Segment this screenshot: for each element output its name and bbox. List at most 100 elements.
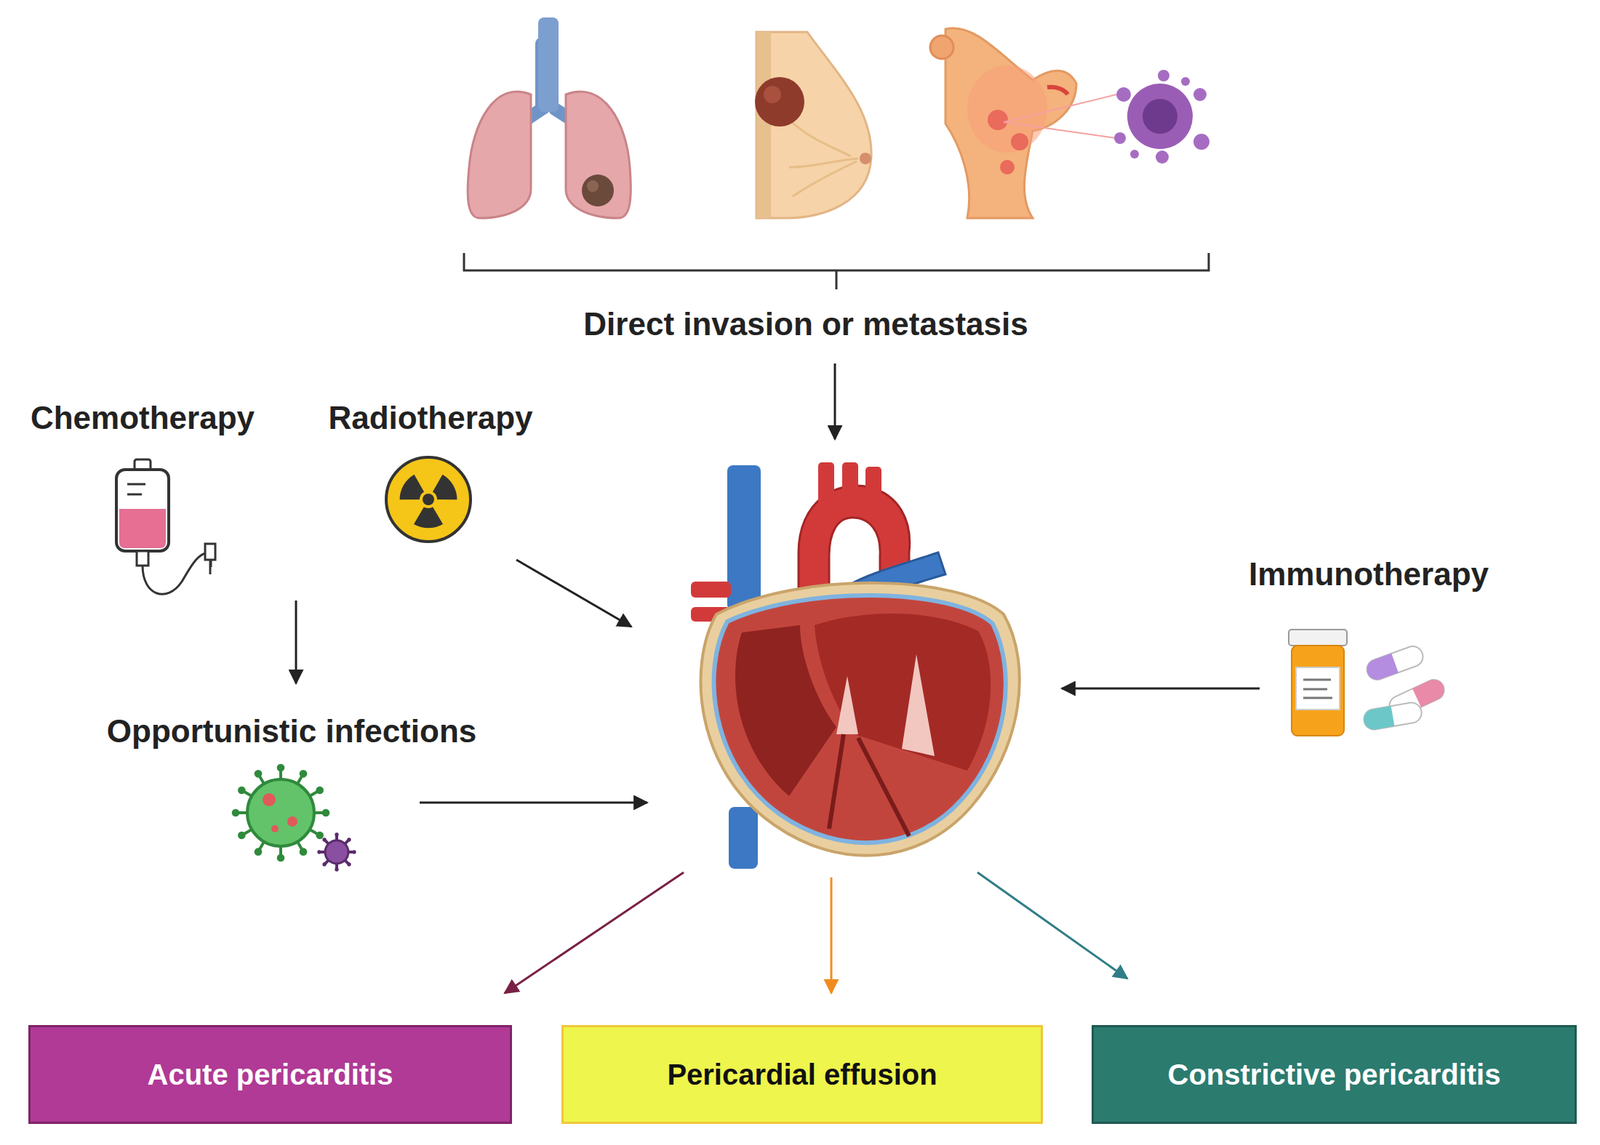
breast-icon-part (754, 77, 805, 127)
lymph-node-figure-part (1010, 133, 1029, 151)
lymph-node-figure-part (930, 35, 954, 59)
heart-illustration-part (728, 807, 758, 870)
pill-bottle-icon-part (1303, 680, 1333, 699)
virus-icon-part (271, 825, 279, 833)
iv-bag-icon-part (127, 484, 146, 495)
lymph-node-figure-part (967, 65, 1048, 153)
capsules-icon-part-part (1362, 706, 1395, 732)
iv-bag-icon-part (119, 509, 166, 549)
radiation-icon (386, 457, 471, 542)
outcome-text: Constrictive pericarditis (1168, 1058, 1502, 1091)
outcome-box: Constrictive pericarditis (1091, 1025, 1577, 1125)
virus-spike (299, 848, 308, 856)
virus-spike (277, 764, 286, 773)
pill-bottle-icon (1288, 629, 1347, 736)
lungs-icon-part (538, 17, 559, 112)
capsules-icon-part-part (1412, 676, 1448, 707)
heart-illustration-part (714, 595, 1006, 843)
lymphoma-cell-part (1193, 133, 1210, 150)
lymph-node-figure-part (1047, 87, 1068, 95)
lungs-icon-part (586, 180, 599, 192)
heart-illustration-part (865, 466, 882, 499)
cause-label: Immunotherapy (1248, 557, 1489, 592)
outcome-arrows-part (830, 877, 833, 994)
radiation-icon-part-part (422, 493, 435, 506)
pill-bottle-icon-part (1288, 629, 1347, 646)
heart-illustration-part (836, 654, 935, 757)
outcome-text: Acute pericarditis (147, 1058, 394, 1091)
virus-spike (315, 786, 324, 795)
virus-spike (322, 837, 326, 842)
capsules-icon-part-part (1364, 643, 1427, 683)
virus-spike (346, 862, 351, 867)
virus-spike (277, 854, 286, 863)
radiation-icon-part-part (419, 490, 438, 509)
virus-icon-part (247, 779, 315, 847)
virus-spike (334, 867, 339, 872)
cause-label: Radiotherapy (328, 400, 533, 436)
iv-bag-icon-part (142, 552, 211, 595)
radiation-icon-part (386, 457, 471, 542)
capsules-icon-part-part (1364, 653, 1399, 683)
heart-illustration-part (701, 583, 1020, 856)
virus-icon-part (325, 840, 349, 864)
lymph-node-figure-part (1003, 94, 1117, 139)
breast-icon-part (756, 32, 771, 219)
virus-icon-part (262, 793, 276, 807)
lymphoma-cell-part (1142, 98, 1178, 134)
virus-spike (254, 848, 263, 856)
lymphoma-cell-part (1155, 150, 1169, 164)
radiation-icon-part (396, 472, 461, 528)
capsules-icon (1362, 643, 1448, 732)
cause-arrows-part (1061, 688, 1260, 691)
virus-icon-part (287, 816, 298, 827)
capsules-icon-part (1362, 701, 1424, 731)
virus-spike (237, 832, 246, 840)
lungs-icon-part (581, 174, 614, 207)
lymphoma-cell-part (1127, 83, 1193, 150)
breast-icon-part (859, 152, 872, 165)
virus-spike (322, 809, 331, 818)
lymphoma-cell-part (1181, 77, 1190, 86)
cause-arrows-part (516, 560, 632, 627)
capsules-icon-part-part (1362, 701, 1424, 731)
iv-bag-icon-part (205, 544, 216, 560)
cause-label: Opportunistic infections (106, 714, 477, 750)
outcome-arrows (504, 872, 1128, 994)
lymphoma-cell (1114, 69, 1210, 164)
cause-label: Chemotherapy (30, 400, 255, 436)
outcome-arrows-part (977, 872, 1128, 979)
virus-spike (317, 850, 321, 854)
capsules-icon-part (1364, 643, 1427, 683)
lymphoma-cell-part (1157, 69, 1170, 82)
heart-illustration-part (727, 465, 761, 611)
cause-arrows-part (419, 802, 648, 805)
lymph-node-figure (930, 28, 1117, 219)
heart-illustration-part (829, 734, 910, 837)
cause-arrows-part (295, 600, 298, 684)
breast-icon-part (785, 116, 859, 197)
outcome-box: Pericardial effusion (561, 1025, 1043, 1125)
virus-spike (346, 837, 351, 842)
iv-bag-icon-part (116, 469, 169, 552)
lungs-icon-part (467, 91, 531, 219)
iv-bag-icon (116, 459, 216, 595)
breast-icon-part (763, 85, 782, 104)
virus-spike (232, 809, 240, 818)
heart-illustration-part (842, 462, 859, 495)
virus-spike (334, 832, 339, 837)
lungs-icon-part (565, 91, 631, 219)
lungs-icon (467, 17, 631, 219)
virus-spike (352, 850, 356, 854)
bracket-part (835, 270, 838, 290)
virus-spike (299, 770, 308, 779)
lymphoma-cell-part (1116, 87, 1131, 102)
virus-spike (237, 786, 246, 795)
lymphoma-cell-part (1130, 149, 1139, 159)
lymphoma-cell-part (1114, 132, 1126, 144)
virus-spike (254, 770, 263, 779)
cause-label: Direct invasion or metastasis (583, 306, 1028, 342)
virus-icon (232, 764, 357, 872)
heart-illustration-part (818, 462, 835, 507)
lymph-node-figure-part (1000, 160, 1015, 175)
